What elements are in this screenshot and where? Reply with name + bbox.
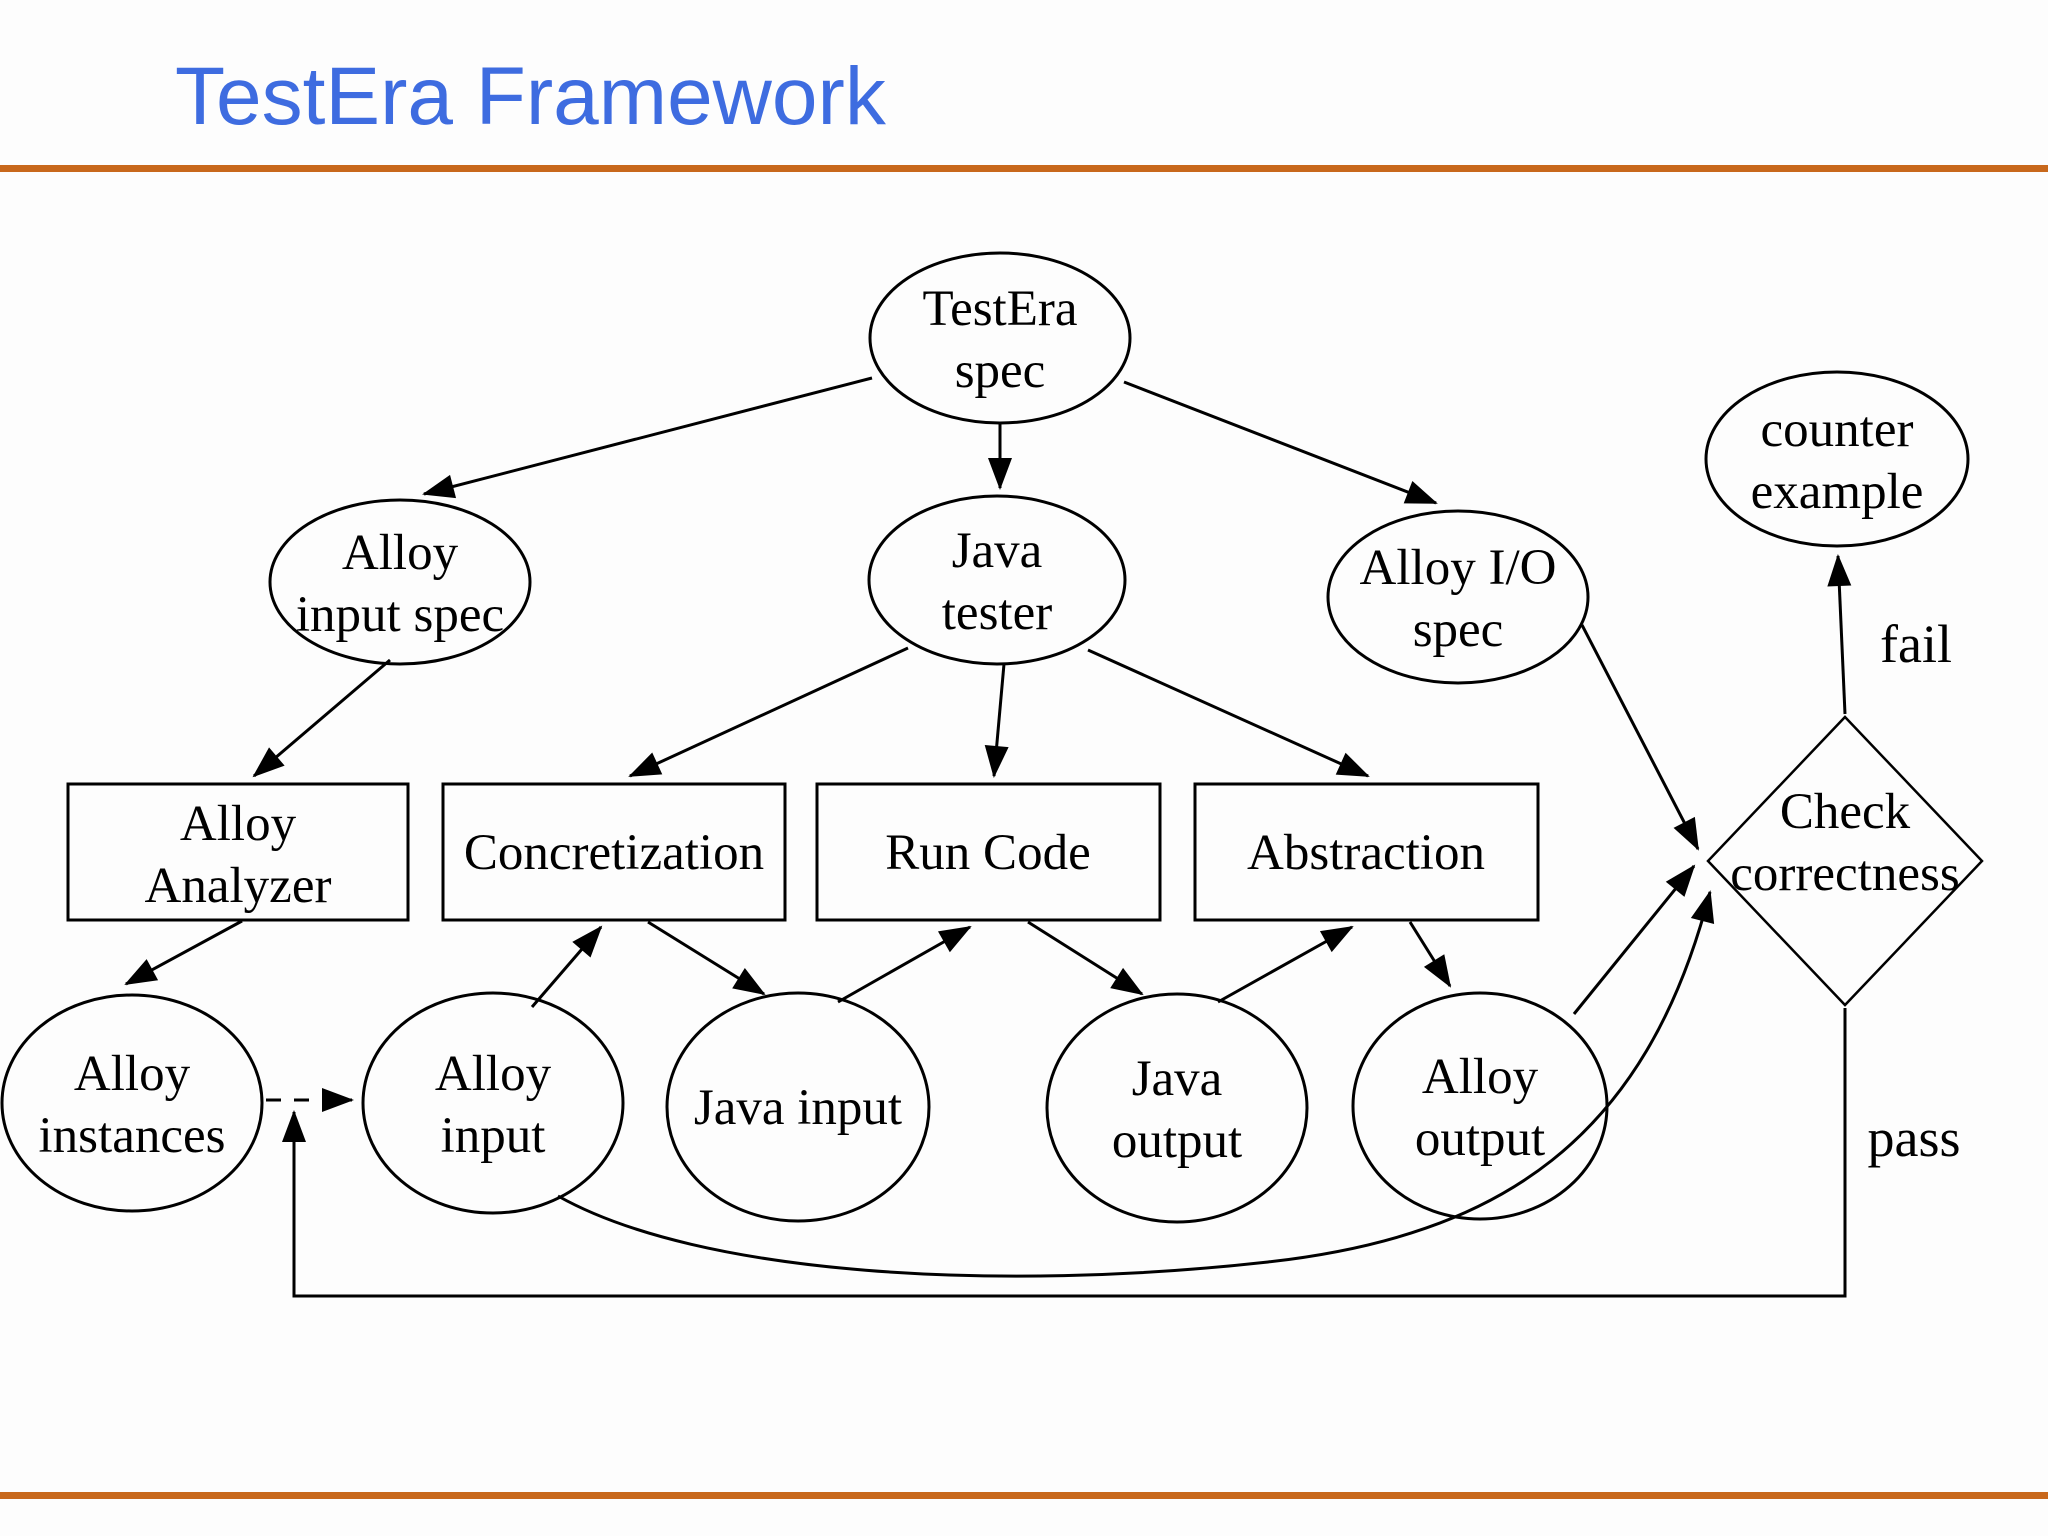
java-output-label-line2: output — [1112, 1113, 1242, 1169]
testera-spec-label-line2: spec — [955, 343, 1046, 399]
alloy-analyzer-label-line1: Alloy — [180, 796, 297, 852]
concretization-node — [441, 782, 787, 922]
check-correctness-label-line2: correctness — [1730, 846, 1959, 902]
alloy-input-spec-node — [268, 498, 532, 666]
pass-edge-label: pass — [1868, 1108, 1961, 1168]
alloy-analyzer-label-line2: Analyzer — [145, 858, 332, 914]
edge-testera-spec-to-alloy-io-spec — [1123, 380, 1438, 505]
edge-java-tester-to-concretization — [628, 646, 909, 778]
edge-java-output-to-abstraction — [1217, 925, 1354, 1004]
edge-alloy-analyzer-to-alloy-instances — [124, 919, 243, 986]
bottom-divider-rule — [0, 1492, 2048, 1499]
alloy-instances-label-line1: Alloy — [74, 1046, 191, 1102]
edge-testera-spec-to-alloy-input-spec — [422, 376, 873, 499]
top-divider-rule — [0, 165, 2048, 172]
edge-alloy-output-to-check-correctness — [1572, 864, 1696, 1015]
edge-abstraction-to-alloy-output — [1408, 921, 1452, 988]
java-input-node — [665, 991, 931, 1223]
alloy-instances-label-line2: instances — [39, 1108, 226, 1164]
alloy-output-label-line1: Alloy — [1422, 1049, 1539, 1105]
edge-java-tester-to-abstraction — [1087, 648, 1370, 778]
edge-concretization-to-java-input — [647, 920, 766, 996]
java-tester-label-line2: tester — [942, 585, 1052, 641]
run-code-node — [815, 782, 1162, 922]
alloy-analyzer-node — [66, 782, 410, 922]
edge-java-input-to-run-code — [837, 925, 972, 1004]
alloy-input-label-line2: input — [441, 1108, 546, 1164]
alloy-instances-node — [0, 993, 264, 1213]
alloy-io-spec-label-line1: Alloy I/O — [1360, 540, 1557, 596]
edge-alloy-input-to-concretization — [530, 925, 603, 1008]
edge-run-code-to-java-output — [1027, 920, 1144, 996]
check-correctness-decision-node — [1706, 715, 1984, 1007]
counter-example-label-line1: counter — [1761, 402, 1914, 458]
java-output-node — [1045, 992, 1309, 1224]
edge-alloy-input-curve-to-check-correctness — [557, 890, 1715, 1278]
alloy-input-spec-label-line1: Alloy — [342, 525, 459, 581]
abstraction-node — [1193, 782, 1540, 922]
edge-alloy-io-spec-to-check-correctness — [1580, 624, 1700, 851]
java-tester-label-line1: Java — [952, 523, 1043, 579]
alloy-io-spec-label-line2: spec — [1413, 602, 1504, 658]
alloy-input-node — [361, 991, 625, 1215]
alloy-input-label-line1: Alloy — [435, 1046, 552, 1102]
edge-java-tester-to-run-code — [984, 663, 1009, 778]
page-title: TestEra Framework — [175, 51, 886, 142]
counter-example-label-line2: example — [1751, 464, 1924, 520]
edge-check-correctness-fail-to-counter-example — [1827, 554, 1852, 715]
concretization-label: Concretization — [464, 825, 764, 881]
alloy-io-spec-node — [1326, 509, 1590, 685]
java-tester-node — [867, 494, 1127, 666]
edge-check-correctness-pass-loop — [282, 1008, 1847, 1298]
java-output-label-line1: Java — [1132, 1051, 1223, 1107]
fail-edge-label: fail — [1880, 614, 1952, 674]
edge-alloy-input-spec-to-alloy-analyzer — [252, 658, 391, 778]
run-code-label: Run Code — [885, 825, 1090, 881]
check-correctness-label-line1: Check — [1780, 784, 1911, 840]
alloy-output-label-line2: output — [1415, 1111, 1545, 1167]
counter-example-node — [1704, 370, 1970, 548]
testera-spec-node — [868, 251, 1132, 425]
abstraction-label: Abstraction — [1247, 825, 1485, 881]
alloy-output-node — [1351, 991, 1609, 1221]
java-input-label: Java input — [694, 1080, 902, 1136]
alloy-input-spec-label-line2: input spec — [296, 587, 504, 643]
testera-spec-label-line1: TestEra — [922, 281, 1077, 337]
